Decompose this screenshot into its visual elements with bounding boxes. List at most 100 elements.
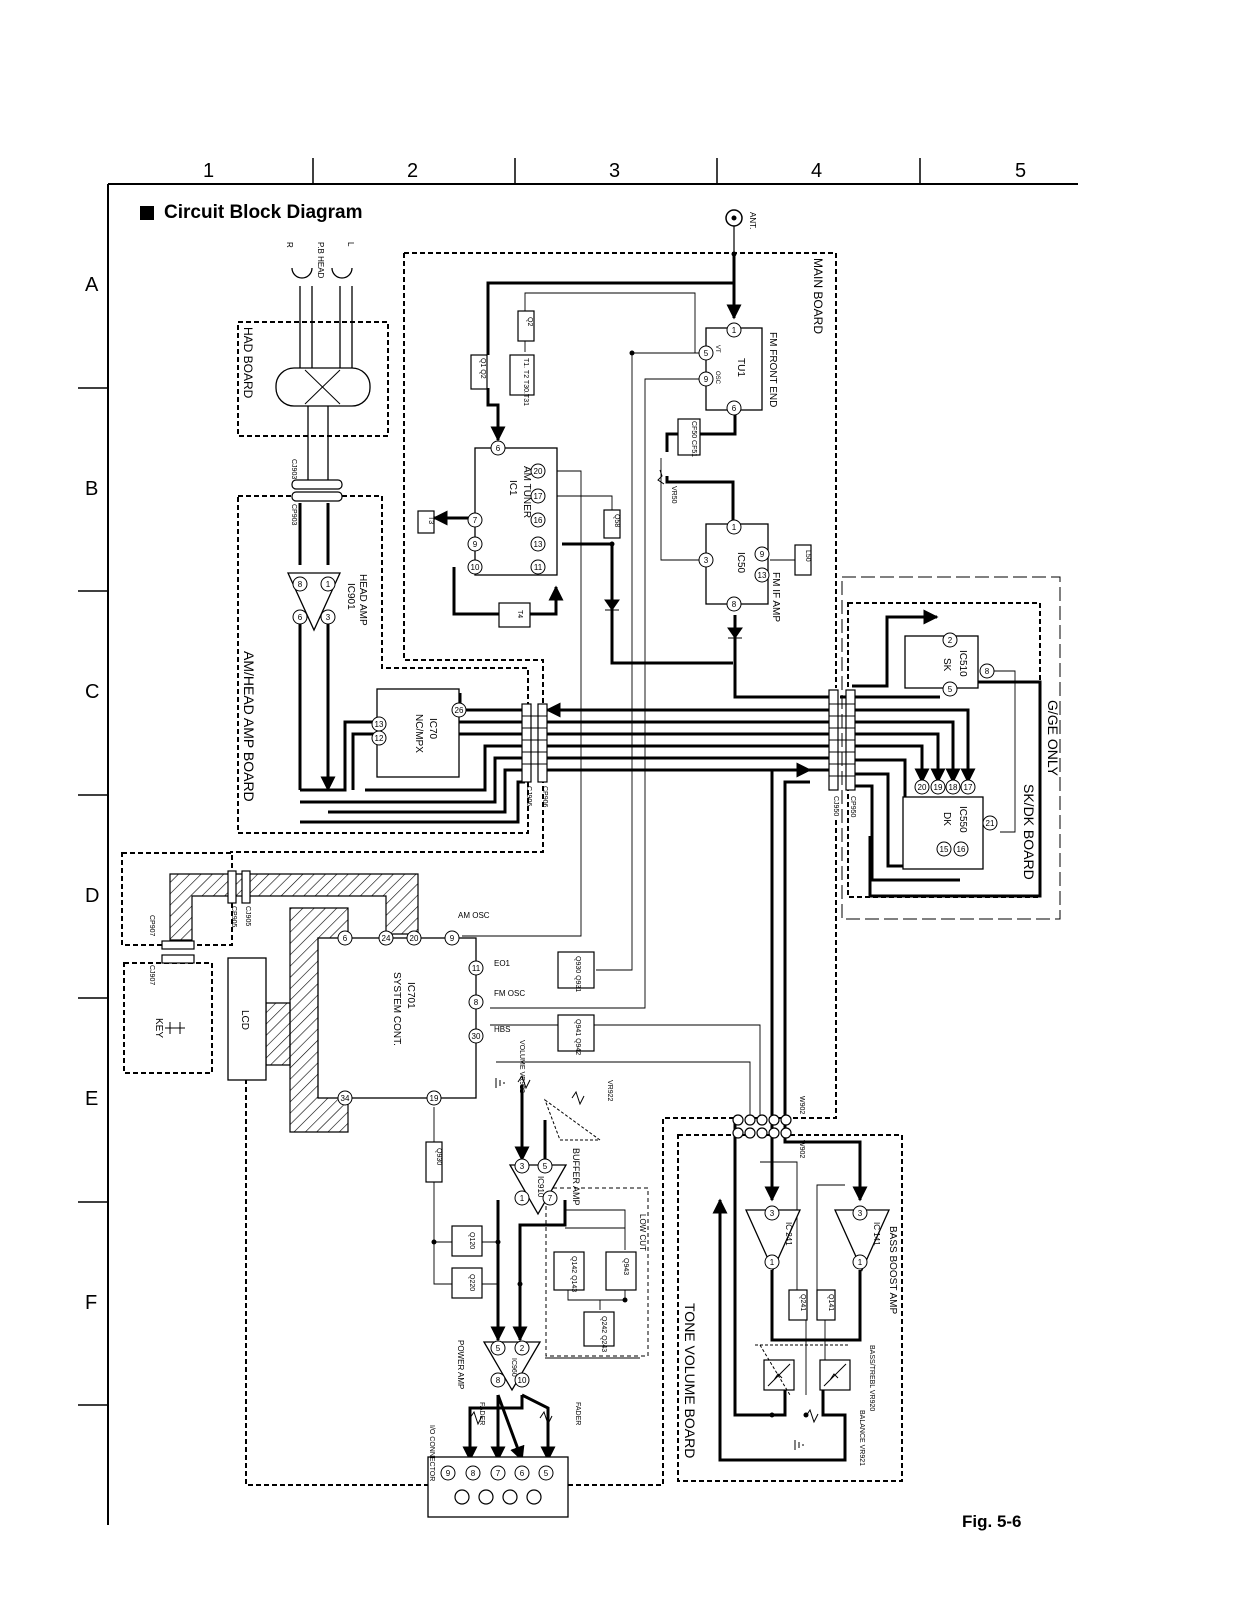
ic550-label: IC550 [957, 806, 968, 833]
pin-ic901-3: 3 [326, 613, 331, 622]
pot-symbols [469, 469, 850, 1426]
ic960-label: IC960 [510, 1358, 517, 1377]
pin-ic1-9: 9 [473, 540, 478, 549]
am-head-amp-board-label: AM/HEAD AMP BOARD [241, 651, 257, 802]
q242-label: Q242 Q243 [600, 1316, 607, 1352]
am-tuner-label: AM TUNER [521, 466, 532, 518]
frame-grid [78, 158, 1078, 1525]
pin-ic960-5: 5 [496, 1344, 501, 1353]
title-text: Circuit Block Diagram [164, 202, 363, 223]
q142-box [553, 1251, 585, 1291]
q120-label: Q120 [468, 1232, 475, 1249]
grid-row-d: D [85, 885, 100, 907]
t1-t2-label: T1. T2 T30.T31 [522, 358, 529, 406]
ic701-label: IC701 [405, 982, 416, 1009]
pin-ic1-16: 16 [534, 516, 543, 525]
pin-tu1-5: 5 [704, 349, 709, 358]
pin-ic141-3: 3 [858, 1209, 863, 1218]
fader-left-label: FADER [478, 1402, 485, 1425]
fader-right-label: FADER [574, 1402, 581, 1425]
sk-dk-board-label: SK/DK BOARD [1021, 784, 1037, 880]
ic901-label: IC901 [345, 583, 356, 610]
pin-ic70-12: 12 [375, 734, 384, 743]
t4-box [498, 602, 531, 628]
q58-box [603, 509, 621, 539]
vt-label: VT [714, 345, 720, 353]
had-head-cross [304, 369, 341, 405]
power-amp-label: POWER AMP [456, 1340, 465, 1389]
low-cut-outline [545, 1187, 649, 1357]
q1-q2-box [470, 354, 488, 390]
pin-ic960-2: 2 [520, 1344, 525, 1353]
w902b-label: W902 [798, 1140, 805, 1158]
lcd-label: LCD [239, 1010, 250, 1030]
pin-ic1-7: 7 [473, 516, 478, 525]
pin-ic1-10: 10 [471, 563, 480, 572]
title-bullet-icon [140, 206, 154, 220]
dk-label: DK [941, 812, 952, 826]
cp907-label: CP907 [148, 915, 155, 937]
pin-ic550-15: 15 [940, 845, 949, 854]
pin-markers [292, 322, 998, 1481]
pin-ic960-8: 8 [496, 1376, 501, 1385]
tone-volume-board-label: TONE VOLUME BOARD [682, 1303, 698, 1458]
pin-ic910-5: 5 [543, 1162, 548, 1171]
w902a-label: W902 [798, 1096, 805, 1114]
ic510-block [904, 635, 979, 689]
pin-ic701-20: 20 [410, 934, 419, 943]
t3-box [417, 510, 435, 534]
q220-box [451, 1267, 483, 1299]
pin-ic70-26: 26 [455, 706, 464, 715]
low-cut-label: LOW CUT [638, 1214, 647, 1251]
volume-label: VOLUME VR922 [518, 1040, 525, 1093]
q141-box [816, 1289, 836, 1321]
figure-caption: Fig. 5-6 [962, 1512, 1022, 1531]
l50-label: L50 [804, 550, 811, 562]
diode-symbol [604, 599, 620, 611]
cj906-label: CJ906 [525, 786, 532, 806]
pin-ic50-13: 13 [758, 571, 767, 580]
q943-label: Q943 [622, 1258, 629, 1275]
q930-label: Q930 [435, 1148, 442, 1165]
pin-ic50-9: 9 [760, 550, 765, 559]
q930-box [425, 1141, 443, 1183]
head-l-label: L [346, 242, 355, 247]
key-board-outline [123, 962, 213, 1074]
tu1-label: TU1 [735, 358, 746, 377]
eo1-label: EO1 [494, 959, 511, 968]
cj907-label: CJ907 [148, 965, 155, 985]
pin-ic701-8: 8 [474, 998, 479, 1007]
pin-io-9: 9 [446, 1469, 451, 1478]
pin-ic550-16: 16 [957, 845, 966, 854]
pin-ic910-1: 1 [520, 1194, 525, 1203]
pin-ic960-10: 10 [518, 1376, 527, 1385]
pin-ic701-9: 9 [450, 934, 455, 943]
connector-ticks [522, 703, 855, 777]
ic141-label: IC 141 [872, 1222, 881, 1246]
q141-label: Q141 [827, 1294, 834, 1311]
bass-treble-label: BASS/TREBL VR920 [868, 1345, 875, 1411]
q1-q2-label: Q1 Q2 [479, 358, 486, 379]
grid-row-f: F [85, 1292, 98, 1314]
t3-label: T3 [427, 516, 434, 524]
pin-ic510-8: 8 [985, 667, 990, 676]
pb-head-label: P.B HEAD [316, 242, 325, 279]
q930-931-label: Q930 Q931 [574, 956, 581, 992]
q241-box [788, 1289, 808, 1321]
pin-io-8: 8 [471, 1469, 476, 1478]
ic510-label: IC510 [957, 650, 968, 677]
q220-label: Q220 [468, 1274, 475, 1291]
sk-label: SK [941, 658, 952, 672]
tu1-block [705, 327, 763, 411]
grid-column-4: 4 [811, 160, 823, 182]
junction-dots [431, 251, 809, 1418]
pin-io-6: 6 [520, 1469, 525, 1478]
pin-ic70-13: 13 [375, 720, 384, 729]
pin-ic701-19: 19 [430, 1094, 439, 1103]
q242-box [583, 1311, 615, 1347]
grid-row-e: E [85, 1088, 99, 1110]
ic1-block [474, 447, 558, 576]
cf50-label: CF50 CF51 [690, 421, 697, 457]
pin-tu1-6: 6 [732, 404, 737, 413]
pin-ic1-20: 20 [534, 467, 543, 476]
